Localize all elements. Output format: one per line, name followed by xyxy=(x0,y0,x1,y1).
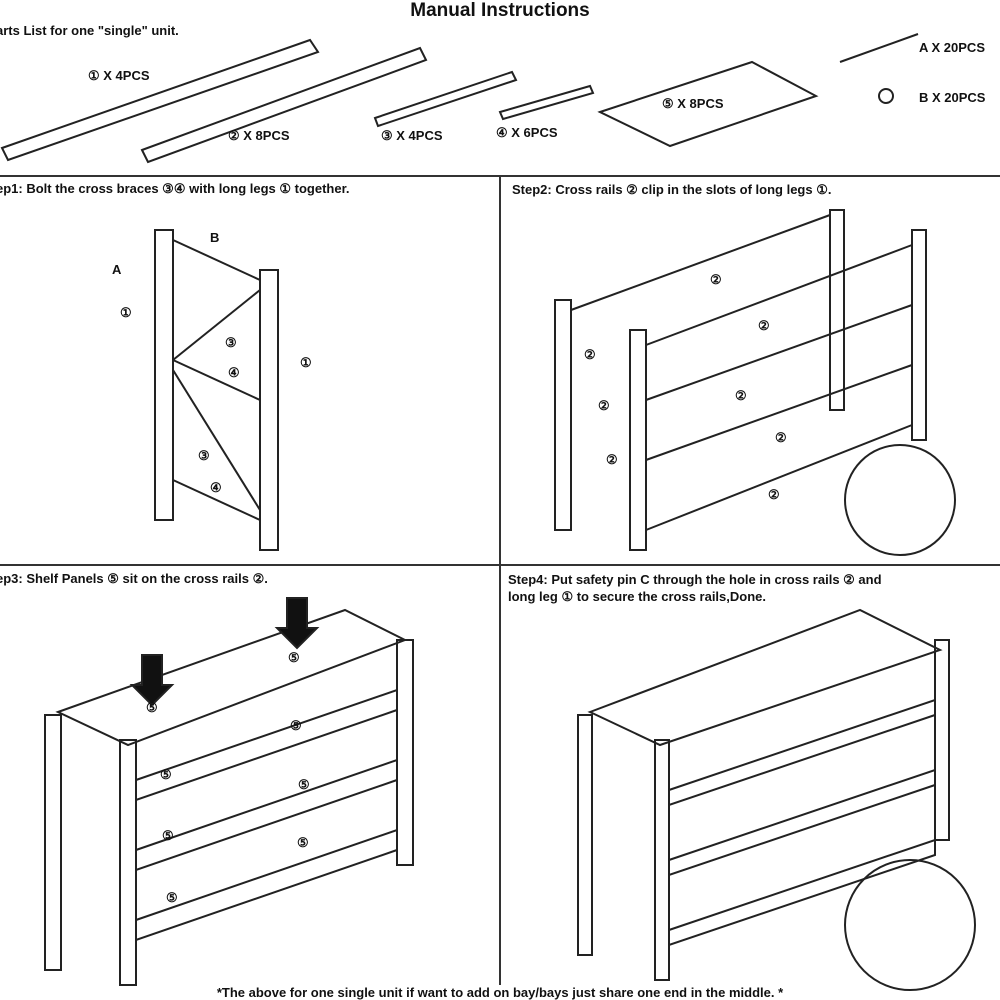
step2-frame xyxy=(554,209,956,556)
part-b-label: B X 20PCS xyxy=(919,90,986,105)
callout-panel-1: ⑤ xyxy=(146,700,158,715)
long-leg-part xyxy=(0,38,320,162)
callout-panel-8: ⑤ xyxy=(166,890,178,905)
callout-panel-4: ⑤ xyxy=(160,767,172,782)
callout-rail-6: ② xyxy=(598,398,610,413)
bolt-part xyxy=(839,33,919,63)
callout-a: A xyxy=(112,262,122,277)
callout-panel-3: ⑤ xyxy=(290,718,302,733)
step1-text: ep1: Bolt the cross braces ③④ with long … xyxy=(0,181,350,196)
step4-text-line1: Step4: Put safety pin C through the hole… xyxy=(508,572,882,587)
callout-brace-4b: ④ xyxy=(210,480,222,495)
callout-rail-7: ② xyxy=(606,452,618,467)
step3-text: ep3: Shelf Panels ⑤ sit on the cross rai… xyxy=(0,571,268,586)
callout-rail-2: ② xyxy=(735,388,747,403)
part-a-label: A X 20PCS xyxy=(919,40,985,55)
cross-rail-part xyxy=(140,46,428,164)
callout-rail-top: ② xyxy=(710,272,722,287)
part-5-label: ⑤ X 8PCS xyxy=(662,96,724,111)
callout-leg-left: ① xyxy=(120,305,132,320)
footer-note: *The above for one single unit if want t… xyxy=(216,985,784,1000)
part-1-label: ① X 4PCS xyxy=(88,68,150,83)
callout-rail-1: ② xyxy=(758,318,770,333)
parts-list-heading: arts List for one "single" unit. xyxy=(0,23,179,38)
step2-text: Step2: Cross rails ② clip in the slots o… xyxy=(512,182,832,197)
callout-panel-6: ⑤ xyxy=(162,828,174,843)
callout-panel-2: ⑤ xyxy=(288,650,300,665)
part-2-label: ② X 8PCS xyxy=(228,128,290,143)
callout-rail-4: ② xyxy=(768,487,780,502)
brace-part xyxy=(373,70,518,128)
callout-brace-3b: ③ xyxy=(198,448,210,463)
part-3-label: ③ X 4PCS xyxy=(381,128,443,143)
shelf-panel-part xyxy=(597,60,819,148)
step4-frame xyxy=(577,608,976,991)
callout-panel-5: ⑤ xyxy=(298,777,310,792)
callout-brace-4: ④ xyxy=(228,365,240,380)
callout-rail-5: ② xyxy=(584,347,596,362)
callout-rail-3: ② xyxy=(775,430,787,445)
part-4-label: ④ X 6PCS xyxy=(496,125,558,140)
callout-panel-7: ⑤ xyxy=(297,835,309,850)
page-title: Manual Instructions xyxy=(410,0,590,21)
short-brace-part xyxy=(498,84,595,121)
callout-b: B xyxy=(210,230,220,245)
step1-frame xyxy=(154,229,279,551)
step3-frame xyxy=(44,597,414,986)
nut-part xyxy=(878,88,894,104)
callout-leg-right: ① xyxy=(300,355,312,370)
step4-text-line2: long leg ① to secure the cross rails,Don… xyxy=(508,589,767,604)
callout-brace-3: ③ xyxy=(225,335,237,350)
